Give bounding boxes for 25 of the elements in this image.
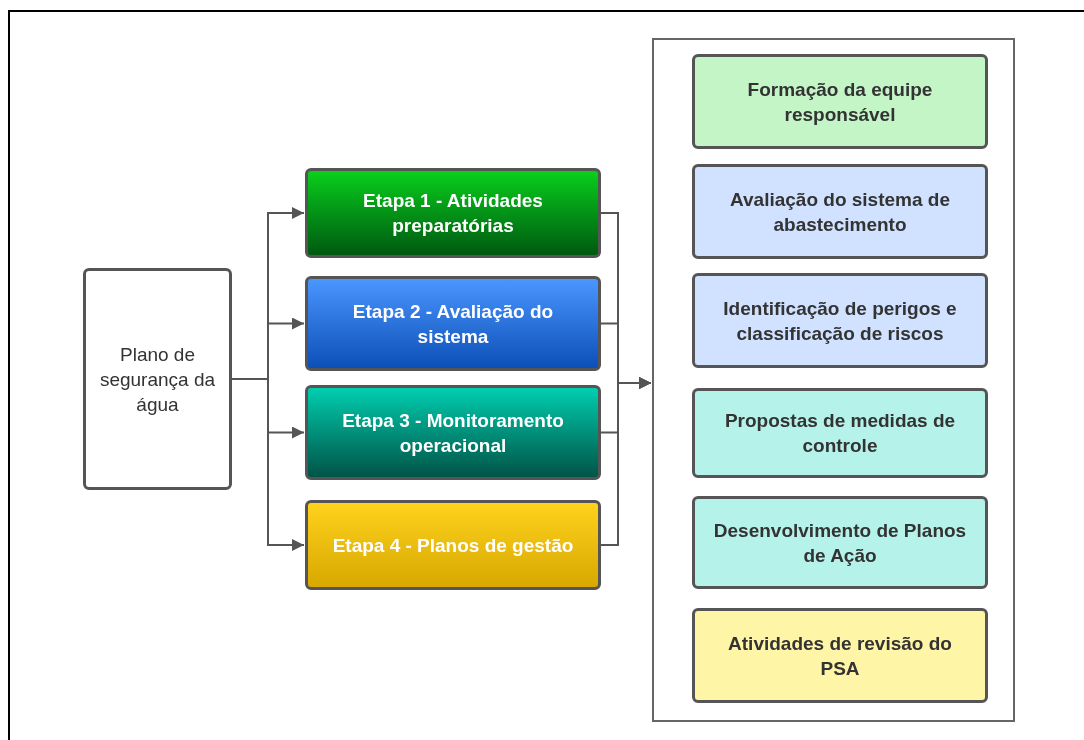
node-label: Propostas de medidas de controle bbox=[723, 409, 957, 458]
node-label: Atividades de revisão do PSA bbox=[727, 631, 953, 681]
node-label: Avaliação do sistema de abastecimento bbox=[729, 187, 951, 237]
step-box bbox=[692, 608, 988, 703]
arrow bbox=[231, 378, 305, 551]
step-box bbox=[692, 164, 988, 259]
step-box bbox=[692, 54, 988, 149]
stage-box bbox=[305, 168, 601, 258]
node-label: Formação da equipe responsável bbox=[746, 77, 934, 127]
node-label: Identificação de perigos e classificação de riscos bbox=[722, 296, 958, 346]
start-box bbox=[83, 268, 232, 490]
node-label: Etapa 3 - Monitoramento operacional bbox=[341, 408, 565, 458]
node-label: Etapa 1 - Atividades preparatórias bbox=[362, 189, 544, 238]
node-label: Desenvolvimento de Planos de Ação bbox=[712, 518, 968, 568]
node-label: Etapa 4 - Planos de gestão bbox=[332, 533, 574, 558]
node-label: Etapa 2 - Avaliação do sistema bbox=[351, 299, 555, 349]
stage-box bbox=[305, 500, 601, 590]
step-box bbox=[692, 496, 988, 589]
step-box bbox=[692, 388, 988, 478]
group-frame bbox=[652, 38, 1015, 722]
step-box bbox=[692, 273, 988, 368]
arrow bbox=[600, 377, 652, 546]
stage-box bbox=[305, 385, 601, 480]
node-label: Plano de segurança da água bbox=[98, 342, 217, 417]
stage-box bbox=[305, 276, 601, 371]
